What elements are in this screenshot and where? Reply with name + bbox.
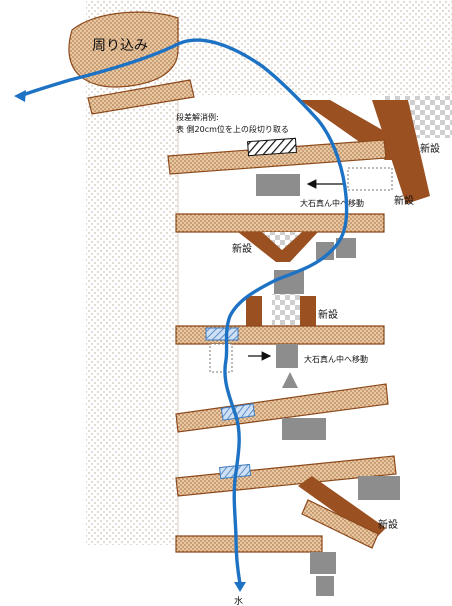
wedge-stone: [282, 372, 298, 388]
mawarikomi-label: 周り込み: [92, 38, 148, 54]
shinsetsu-label-5: 新設: [378, 518, 398, 531]
shinsetsu-label-4: 新設: [318, 308, 338, 321]
log-7: [175, 535, 323, 553]
shinsetsu-label-3: 新設: [232, 242, 252, 255]
blue-hatch-2: [220, 403, 256, 421]
new-post-right-2: [300, 296, 316, 326]
dotted-upper-bank: [170, 0, 452, 95]
move-label-2: 大石真ん中へ移動: [304, 354, 368, 364]
move-label-1: 大石真ん中へ移動: [300, 198, 364, 208]
mawarikomi-blob: [68, 11, 179, 88]
log-2: [167, 139, 387, 175]
flow-arrowhead-bottom: [234, 582, 246, 592]
note-line-1: 段差解消例:: [176, 112, 219, 122]
stone-old-position-2: [209, 343, 233, 373]
flow-arrowhead-left: [14, 90, 26, 102]
blue-hatch-1: [205, 327, 239, 341]
shinsetsu-label-1: 新設: [420, 142, 440, 155]
checker-center: [272, 294, 300, 326]
shinsetsu-label-2: 新設: [394, 194, 414, 207]
checker-v: [262, 232, 302, 250]
water-label: 水: [234, 595, 243, 606]
log-5: [175, 383, 389, 433]
new-post-left: [246, 296, 262, 326]
top-log: [87, 79, 195, 115]
log-small-diagonal: [301, 499, 379, 549]
stone-5: [358, 476, 400, 500]
new-post-v: [238, 232, 318, 262]
stone-7: [316, 576, 334, 596]
log-6: [175, 455, 397, 497]
new-post-right: [372, 100, 430, 204]
stone-small-a: [316, 242, 334, 260]
stone-4: [282, 418, 326, 440]
cut-section: [247, 137, 297, 157]
stone-6: [310, 552, 336, 574]
water-flow-line: [18, 38, 349, 586]
log-3: [175, 213, 385, 233]
stone-3: [276, 344, 298, 368]
stone-small-b: [336, 238, 356, 258]
new-post-lower: [298, 476, 386, 540]
stone-1: [256, 174, 300, 196]
stone-old-position-1: [347, 167, 393, 191]
note-line-2: 表 側20cm位を上の段切り取る: [176, 124, 289, 134]
